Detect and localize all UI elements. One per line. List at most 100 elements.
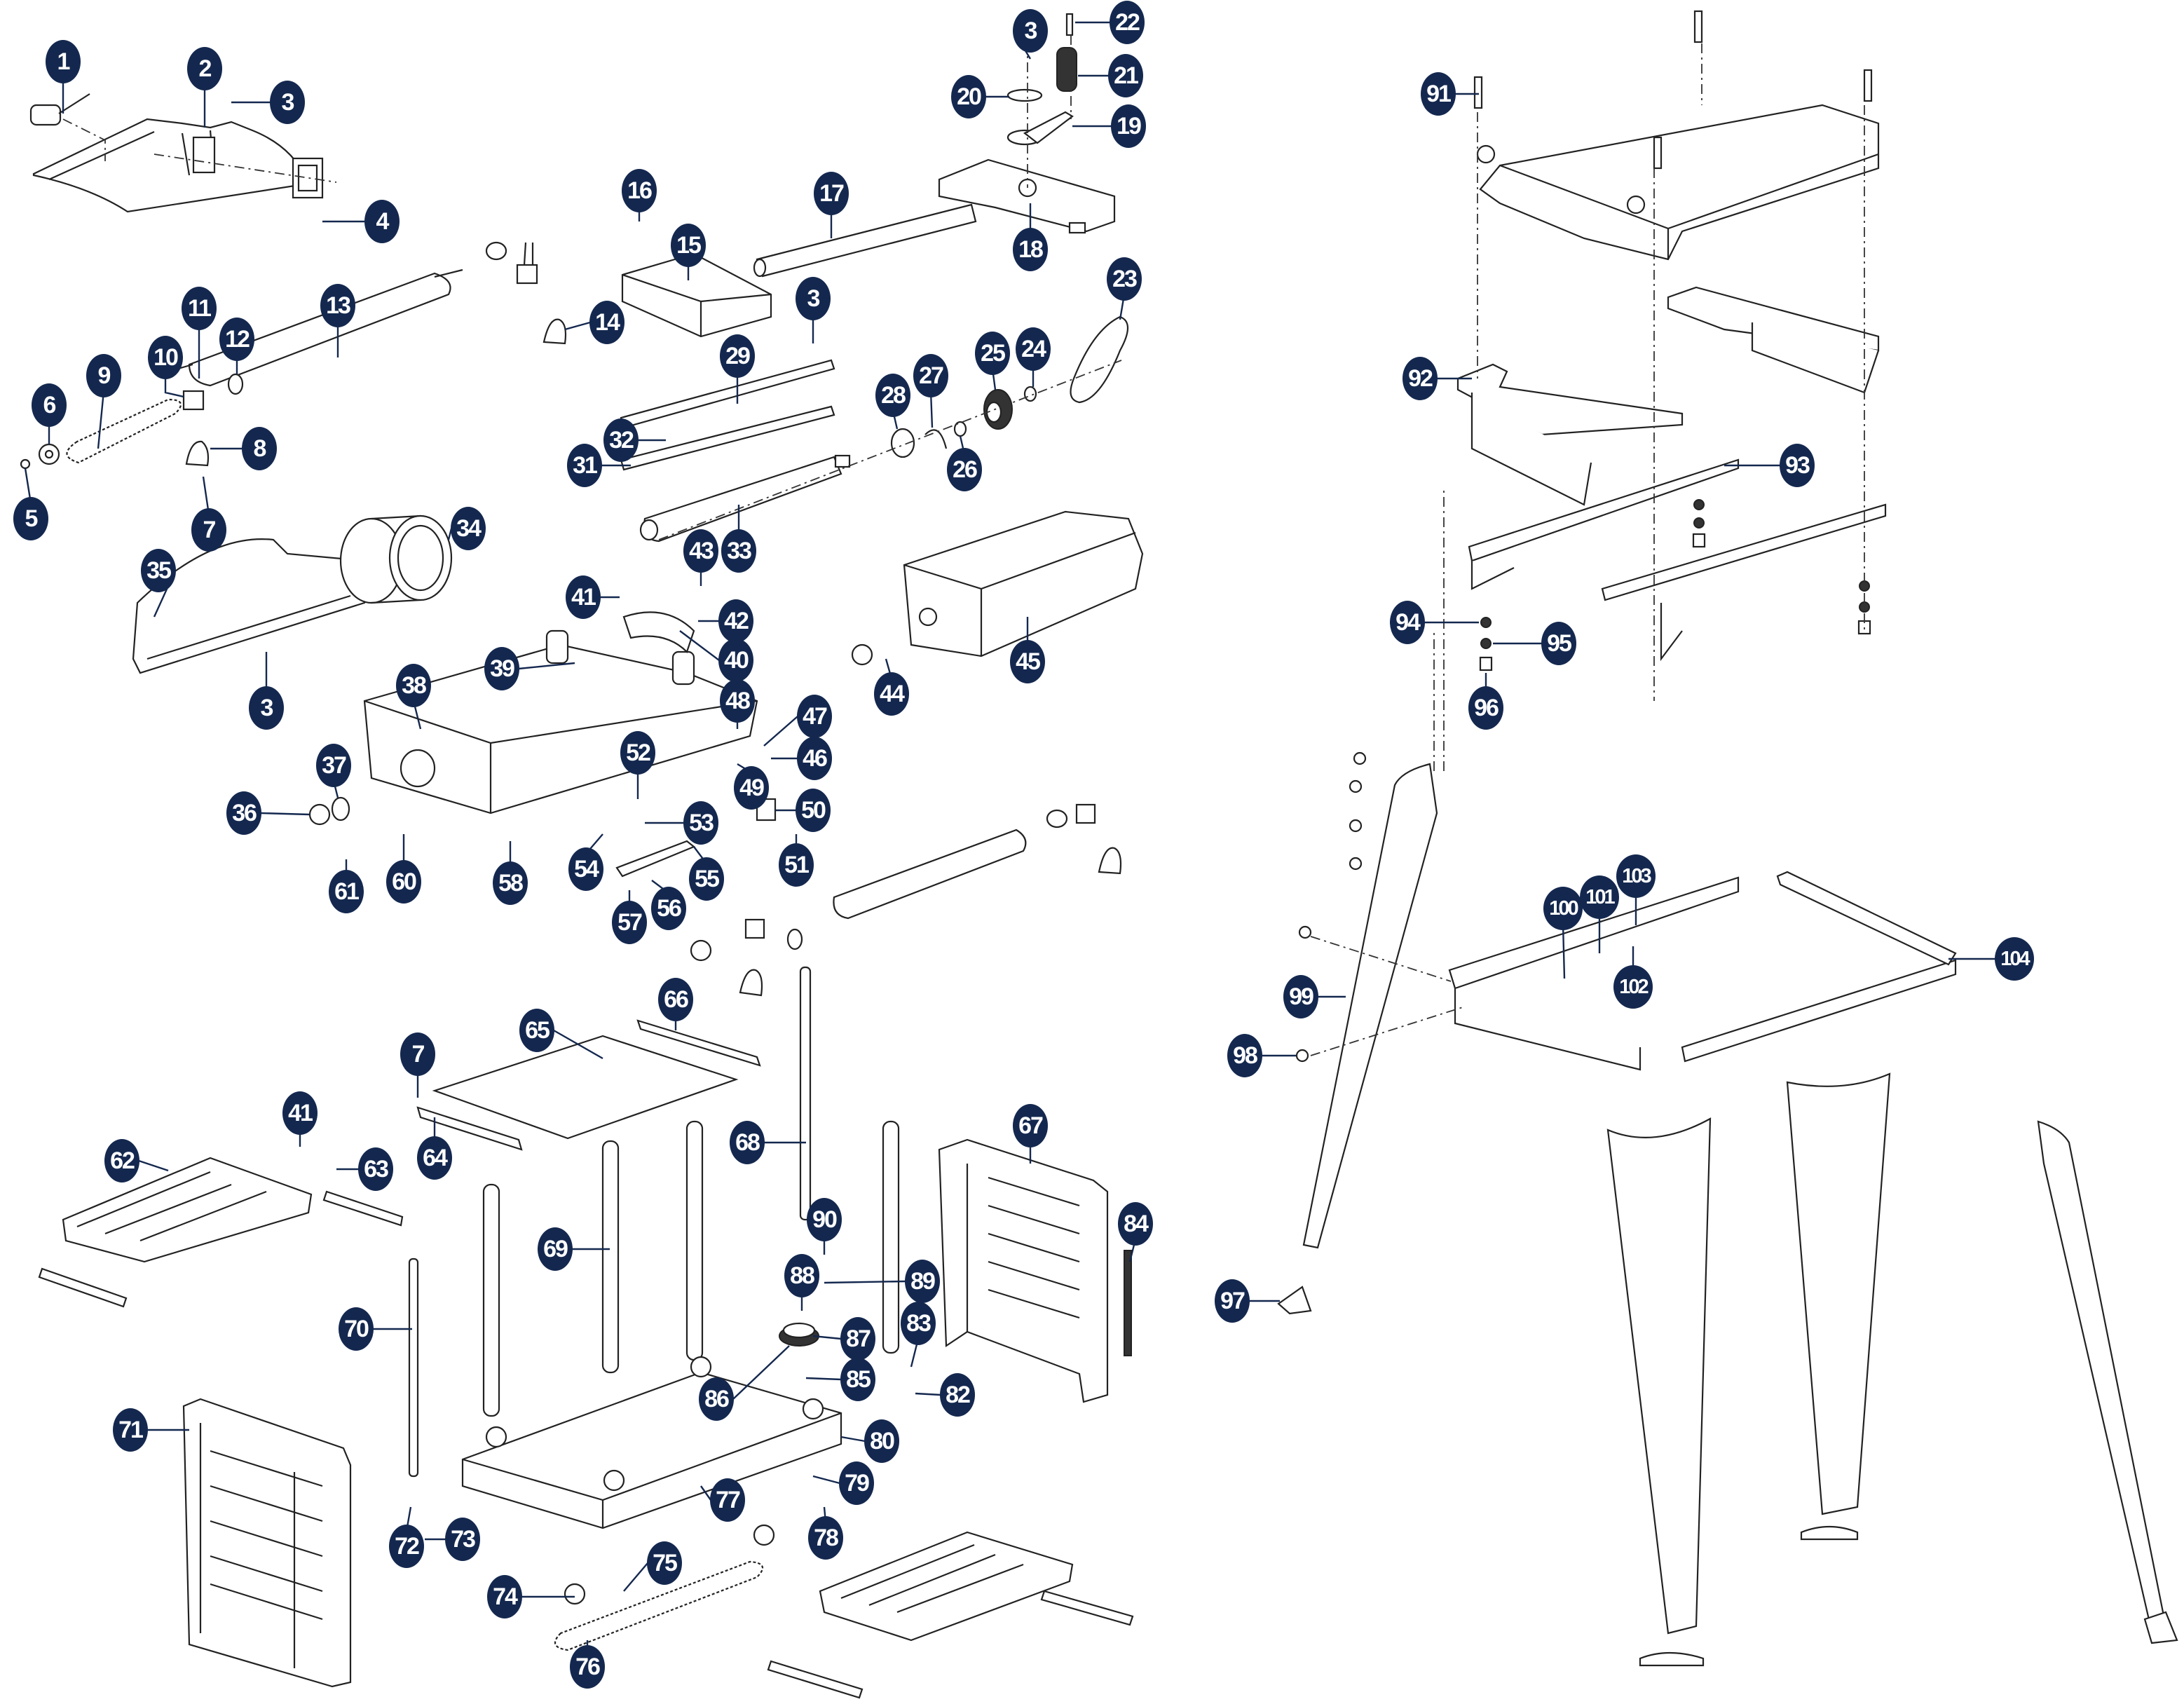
spacer-part bbox=[331, 796, 350, 822]
part-callout-86: 86 bbox=[699, 1377, 734, 1421]
part-callout-103: 103 bbox=[1616, 854, 1656, 898]
part-callout-22: 22 bbox=[1110, 1, 1145, 44]
part-callout-3: 3 bbox=[270, 81, 305, 124]
part-callout-70: 70 bbox=[339, 1307, 374, 1351]
part-callout-23: 23 bbox=[1107, 257, 1142, 301]
part-callout-92: 92 bbox=[1402, 357, 1438, 400]
part-callout-58: 58 bbox=[493, 861, 528, 905]
part-callout-28: 28 bbox=[875, 374, 910, 417]
part-callout-34: 34 bbox=[451, 507, 486, 550]
part-callout-14: 14 bbox=[589, 301, 625, 344]
part-callout-16: 16 bbox=[622, 169, 657, 212]
part-callout-44: 44 bbox=[874, 672, 909, 716]
shelf-rail-part bbox=[1448, 871, 1957, 1071]
part-callout-79: 79 bbox=[839, 1461, 874, 1505]
mounting-bracket-part bbox=[1456, 286, 1880, 506]
height-gear-part bbox=[779, 1322, 819, 1347]
part-callout-11: 11 bbox=[182, 287, 217, 330]
part-callout-89: 89 bbox=[905, 1260, 940, 1303]
stand-leg-part bbox=[1302, 763, 2167, 1635]
part-callout-60: 60 bbox=[386, 860, 421, 904]
motor-part bbox=[851, 510, 1144, 666]
part-callout-50: 50 bbox=[796, 789, 831, 832]
part-callout-12: 12 bbox=[219, 318, 254, 361]
part-callout-63: 63 bbox=[358, 1147, 393, 1191]
head-casting-part bbox=[621, 252, 772, 338]
part-callout-102: 102 bbox=[1613, 965, 1653, 1009]
leader-lines bbox=[24, 21, 1998, 1651]
part-callout-26: 26 bbox=[947, 448, 982, 491]
part-callout-17: 17 bbox=[814, 172, 849, 215]
part-callout-91: 91 bbox=[1421, 72, 1456, 116]
part-callout-101: 101 bbox=[1580, 875, 1619, 919]
planer-table-part bbox=[416, 1019, 761, 1151]
part-callout-87: 87 bbox=[840, 1317, 875, 1361]
bracket-part bbox=[185, 318, 567, 467]
outfeed-roller-part bbox=[690, 803, 1122, 997]
part-callout-6: 6 bbox=[32, 383, 67, 427]
drive-chain-part bbox=[66, 398, 182, 464]
part-callout-97: 97 bbox=[1215, 1279, 1250, 1323]
part-callout-36: 36 bbox=[226, 791, 261, 835]
part-callout-69: 69 bbox=[538, 1227, 573, 1271]
part-callout-7: 7 bbox=[191, 508, 226, 552]
column-part bbox=[408, 966, 900, 1478]
part-callout-40: 40 bbox=[718, 639, 753, 682]
part-callout-95: 95 bbox=[1541, 622, 1576, 665]
part-callout-38: 38 bbox=[396, 664, 431, 707]
bolt-part bbox=[1473, 10, 1873, 170]
part-callout-77: 77 bbox=[710, 1478, 745, 1522]
part-callout-24: 24 bbox=[1016, 327, 1051, 371]
part-callout-51: 51 bbox=[779, 843, 814, 887]
leg-foot-part bbox=[1277, 1286, 2178, 1667]
part-callout-62: 62 bbox=[104, 1139, 139, 1182]
part-callout-45: 45 bbox=[1010, 640, 1045, 683]
part-callout-66: 66 bbox=[658, 978, 693, 1021]
extension-table-right-part bbox=[767, 1531, 1134, 1699]
part-callout-74: 74 bbox=[487, 1575, 522, 1618]
retaining-ring-part bbox=[308, 803, 331, 826]
lever-part bbox=[615, 840, 696, 878]
part-callout-100: 100 bbox=[1543, 887, 1583, 930]
part-callout-53: 53 bbox=[683, 801, 718, 845]
part-callout-5: 5 bbox=[13, 497, 48, 540]
part-callout-99: 99 bbox=[1283, 975, 1318, 1018]
side-cover-part bbox=[938, 1138, 1132, 1403]
part-callout-71: 71 bbox=[113, 1408, 148, 1452]
nut-washer-part bbox=[1479, 499, 1871, 672]
carriage-bolt-part bbox=[1295, 751, 1367, 1063]
gear-housing-part bbox=[938, 158, 1116, 234]
part-callout-32: 32 bbox=[603, 418, 639, 462]
feed-roller-part bbox=[168, 241, 538, 387]
part-callout-21: 21 bbox=[1108, 54, 1143, 97]
part-callout-82: 82 bbox=[940, 1373, 975, 1417]
part-callout-41: 41 bbox=[282, 1091, 318, 1135]
part-callout-33: 33 bbox=[721, 529, 756, 573]
part-callout-19: 19 bbox=[1111, 104, 1146, 148]
part-callout-37: 37 bbox=[316, 744, 351, 787]
part-callout-3: 3 bbox=[1013, 9, 1048, 53]
part-callout-65: 65 bbox=[519, 1009, 554, 1052]
part-callout-94: 94 bbox=[1390, 601, 1425, 644]
stand-rail-part bbox=[1468, 458, 1887, 662]
part-callout-67: 67 bbox=[1013, 1104, 1048, 1147]
part-callout-3: 3 bbox=[249, 686, 284, 730]
part-callout-13: 13 bbox=[320, 284, 355, 327]
part-callout-18: 18 bbox=[1013, 228, 1048, 271]
part-callout-42: 42 bbox=[718, 599, 753, 643]
part-callout-7: 7 bbox=[400, 1032, 435, 1076]
part-callout-54: 54 bbox=[568, 847, 603, 891]
part-callout-3: 3 bbox=[796, 277, 831, 320]
dust-port-part bbox=[339, 514, 453, 604]
part-callout-25: 25 bbox=[975, 332, 1010, 375]
sprocket-part bbox=[20, 443, 60, 470]
part-callout-8: 8 bbox=[242, 427, 277, 470]
part-callout-88: 88 bbox=[784, 1254, 819, 1297]
part-callout-96: 96 bbox=[1468, 686, 1503, 730]
base-casting-part bbox=[363, 611, 758, 814]
planer-mount-top-part bbox=[1476, 104, 1880, 261]
front-cover-part bbox=[182, 1398, 352, 1688]
part-callout-93: 93 bbox=[1780, 444, 1815, 487]
part-callout-80: 80 bbox=[864, 1419, 899, 1463]
